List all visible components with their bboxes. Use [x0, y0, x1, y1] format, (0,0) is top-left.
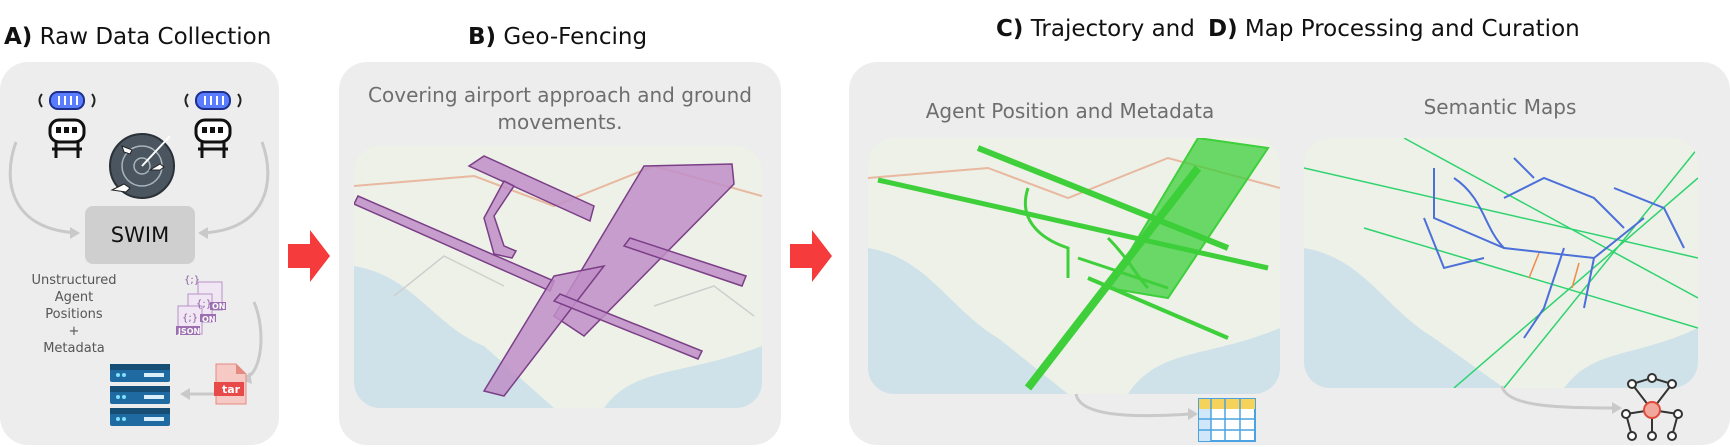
unstructured-line-5: Metadata — [43, 341, 105, 356]
section-c-title: C) Trajectory and — [996, 16, 1195, 42]
json-files-icon — [176, 281, 226, 335]
section-d-title-text: Map Processing and Curation — [1244, 16, 1580, 42]
unstructured-line-3: Positions — [45, 307, 103, 322]
section-c-letter: C) — [996, 16, 1024, 42]
tower-icon-left — [38, 91, 96, 158]
swim-box: SWIM — [85, 206, 195, 264]
section-b-title: B) Geo-Fencing — [468, 24, 647, 50]
map-geofence — [354, 146, 762, 408]
graph-network-icon — [1621, 373, 1683, 441]
section-a-title: A) Raw Data Collection — [4, 24, 271, 50]
server-icon — [110, 364, 170, 426]
table-icon — [1198, 398, 1256, 442]
braces-3: {;} — [182, 313, 199, 324]
agent-position-subtitle: Agent Position and Metadata — [925, 99, 1215, 123]
semantic-maps-subtitle: Semantic Maps — [1423, 95, 1577, 119]
to-graph-arrow — [1500, 385, 1622, 414]
map-semantic — [1304, 138, 1698, 388]
arrow-b-to-c — [790, 230, 832, 282]
map-trajectories — [868, 138, 1280, 394]
braces-2: {;} — [196, 299, 213, 310]
section-b-letter: B) — [468, 24, 497, 50]
section-c-title-text: Trajectory and — [1030, 16, 1195, 42]
braces-1: {;} — [184, 275, 201, 286]
geofencing-subtitle: Covering airport approach and ground mov… — [368, 83, 752, 134]
unstructured-line-1: Unstructured — [31, 273, 117, 288]
tar-file-icon — [214, 363, 247, 405]
json-label: JSON — [178, 327, 201, 336]
unstructured-line-4: + — [68, 324, 80, 339]
on-label-2: ON — [202, 315, 216, 324]
to-table-arrow — [1074, 393, 1198, 420]
unstructured-line-2: Agent — [54, 290, 94, 305]
on-label-1: ON — [212, 302, 226, 311]
swim-arrows — [8, 141, 270, 400]
radar-icon — [109, 133, 175, 199]
section-b-title-text: Geo-Fencing — [503, 24, 648, 50]
unstructured-label: Unstructured Agent Positions + Metadata — [18, 272, 130, 357]
tower-icon-right — [184, 91, 242, 158]
section-a-letter: A) — [4, 24, 33, 50]
tar-label: tar — [222, 383, 241, 396]
section-a-title-text: Raw Data Collection — [39, 24, 272, 50]
section-d-title: D) Map Processing and Curation — [1208, 16, 1580, 42]
section-d-letter: D) — [1208, 16, 1238, 42]
arrow-a-to-b — [288, 230, 330, 282]
